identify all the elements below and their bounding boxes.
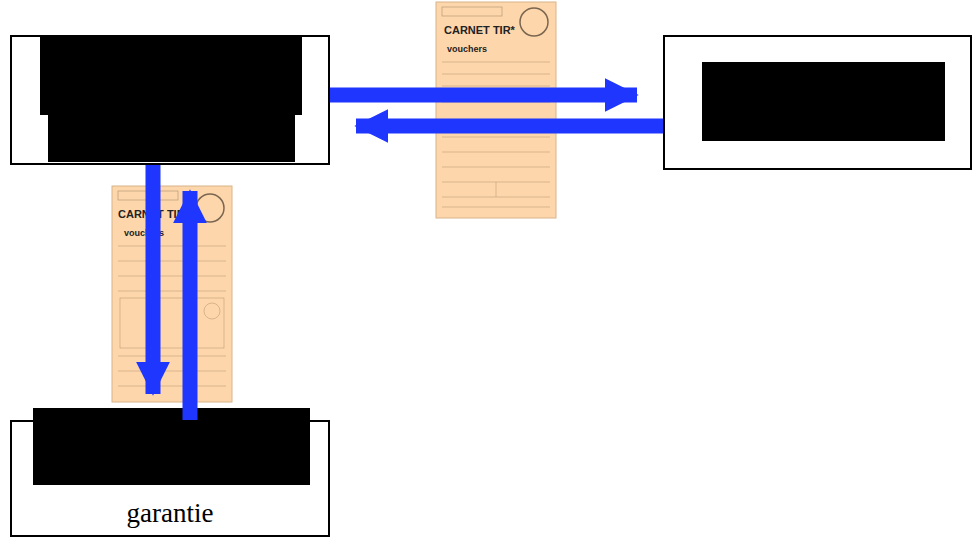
party-box (663, 35, 972, 170)
flow-arrow (356, 119, 663, 134)
party-box (10, 35, 330, 165)
document-label: vouchers (447, 44, 487, 54)
flow-arrow (146, 165, 161, 394)
flow-arrow (183, 191, 198, 420)
flow-arrow (330, 88, 637, 103)
document-label: CARNET TIR* (118, 208, 189, 220)
document-label: vouchers (124, 228, 164, 238)
carnet-document (112, 186, 232, 402)
document-label: CARNET TIR* (444, 24, 515, 36)
node-label: garantie (127, 498, 214, 535)
carnet-document (436, 2, 556, 218)
guarantee-box: garantie (10, 420, 330, 537)
